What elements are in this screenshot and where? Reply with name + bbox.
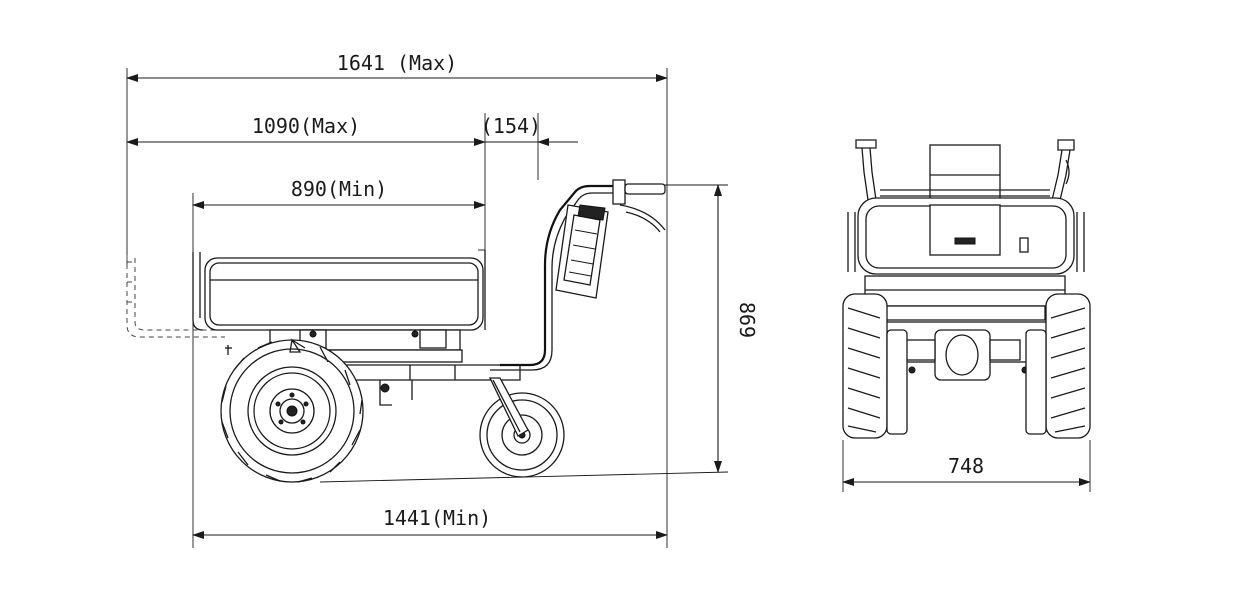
rear-post	[192, 252, 204, 331]
handle-frame	[490, 179, 666, 371]
rear-view-right-tire	[1025, 293, 1091, 439]
dim-bed-length-max: 1090(Max)	[252, 114, 360, 138]
rear-bed-rail	[847, 197, 1085, 275]
rear-handlebars	[855, 139, 1075, 201]
cargo-bed	[204, 249, 486, 351]
dim-height: 869	[735, 302, 759, 338]
dim-overall-length-min: 1441(Min)	[383, 506, 491, 530]
side-view	[126, 68, 729, 548]
dimension-lines	[126, 74, 722, 539]
extended-tailgate-dashed	[126, 255, 225, 338]
dim-overall-length-max: 1641 (Max)	[337, 51, 457, 75]
dimension-labels: 1641 (Max) 1090(Max) (154) 890(Min) 869 …	[252, 51, 984, 530]
dim-width: 748	[948, 454, 984, 478]
front-wheel	[479, 377, 565, 478]
dim-offset: (154)	[481, 114, 541, 138]
dim-bed-length-min: 890(Min)	[291, 177, 387, 201]
rear-view	[842, 139, 1091, 492]
rear-wheel	[220, 338, 364, 483]
battery-box	[555, 204, 609, 299]
rear-view-left-tire	[842, 293, 908, 439]
